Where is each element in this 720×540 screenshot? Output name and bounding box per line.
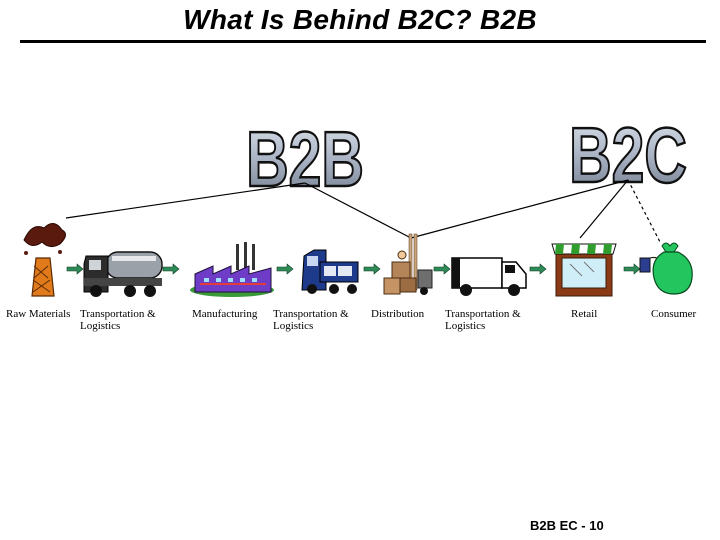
flow-arrows (66, 263, 641, 275)
stage-label-transport-2: Transportation & Logistics (273, 308, 349, 332)
connector-b2b-to-distribution (304, 182, 412, 239)
connector-distribution-to-b2c (410, 179, 629, 239)
forklift-boxes-icon (383, 233, 433, 295)
flow-arrow (363, 263, 381, 275)
stage-label-raw-materials: Raw Materials (6, 308, 71, 320)
stage-label-consumer: Consumer (651, 308, 697, 320)
flow-arrow (623, 263, 641, 275)
b2b-b2c-connectors (65, 179, 661, 243)
factory-icon (190, 242, 274, 297)
stage-label-transport-3: Transportation & Logistics (445, 308, 521, 332)
slide-footer: B2B EC - 10 (530, 518, 604, 533)
stage-label-transport-1: Transportation & Logistics (80, 308, 156, 332)
b2b-heading: B2B (246, 116, 364, 203)
title-underline (20, 40, 706, 43)
semi-truck-icon (301, 249, 359, 294)
connector-b2c-to-retail (579, 179, 629, 239)
stage-label-retail: Retail (571, 308, 598, 320)
flow-arrow (276, 263, 294, 275)
slide-title: What Is Behind B2C? B2B (183, 4, 537, 35)
storefront-icon (551, 243, 617, 297)
stage-label-distribution: Distribution (371, 308, 425, 320)
money-bag-icon (639, 242, 693, 295)
flow-arrow (433, 263, 451, 275)
stage-label-manufacturing: Manufacturing (192, 308, 258, 320)
b2c-heading: B2C (569, 112, 687, 199)
flow-arrow (162, 263, 180, 275)
tanker-truck-icon (83, 251, 163, 297)
oil-derrick-icon (23, 223, 66, 297)
connector-raw-to-b2b (65, 182, 306, 219)
flow-arrow (66, 263, 84, 275)
delivery-van-icon (451, 257, 527, 296)
flow-arrow (529, 263, 547, 275)
